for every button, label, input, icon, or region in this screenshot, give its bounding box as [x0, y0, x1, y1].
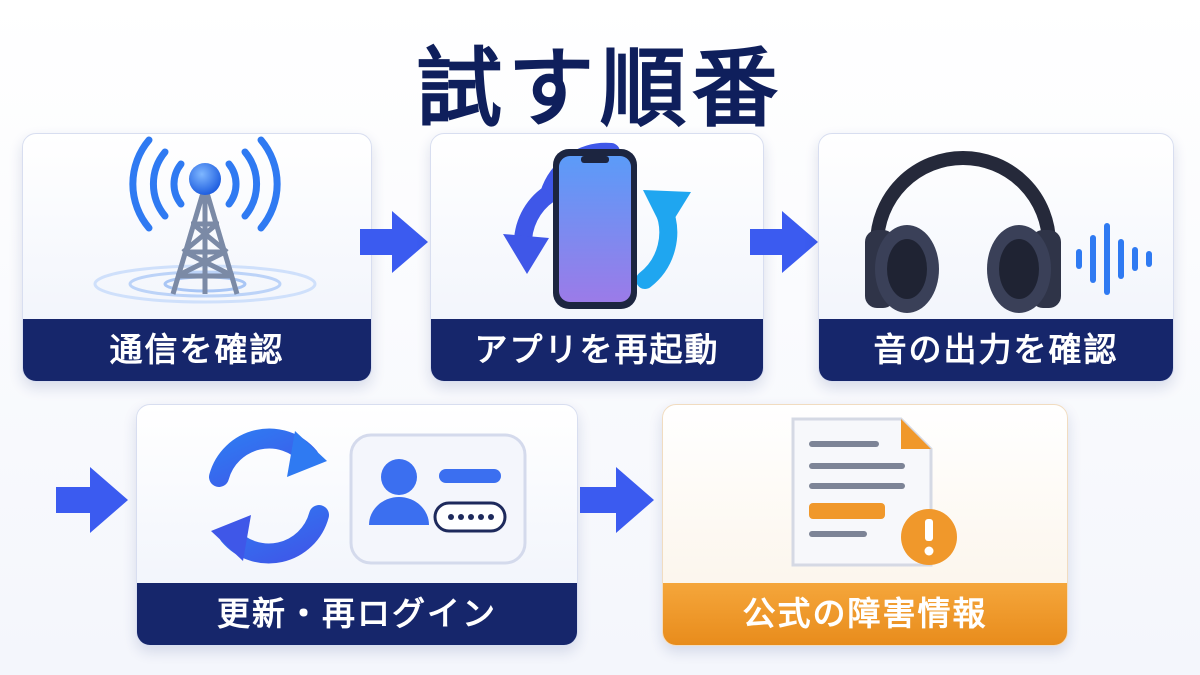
step-label-restart-app: アプリを再起動: [431, 319, 763, 381]
step-label-official-outage-info: 公式の障害情報: [663, 583, 1067, 645]
step-label-connection: 通信を確認: [23, 319, 371, 381]
arrow-right-icon: [750, 211, 818, 273]
headphones-icon: [819, 134, 1173, 319]
arrow-right-icon: [56, 467, 128, 533]
official-notice-icon: [663, 405, 1067, 583]
arrow-right-icon: [580, 467, 654, 533]
step-card-connection: 通信を確認: [22, 133, 372, 382]
step-label-update-relogin: 更新・再ログイン: [137, 583, 577, 645]
step-card-restart-app: アプリを再起動: [430, 133, 764, 382]
signal-tower-icon: [23, 134, 371, 319]
step-card-audio-output: 音の出力を確認: [818, 133, 1174, 382]
step-card-update-relogin: 更新・再ログイン: [136, 404, 578, 646]
arrow-right-icon: [360, 211, 428, 273]
phone-restart-icon: [431, 134, 763, 319]
step-label-audio-output: 音の出力を確認: [819, 319, 1173, 381]
refresh-login-icon: [137, 405, 577, 583]
step-card-official-outage-info: 公式の障害情報: [662, 404, 1068, 646]
page-title: 試す順番: [416, 39, 784, 139]
